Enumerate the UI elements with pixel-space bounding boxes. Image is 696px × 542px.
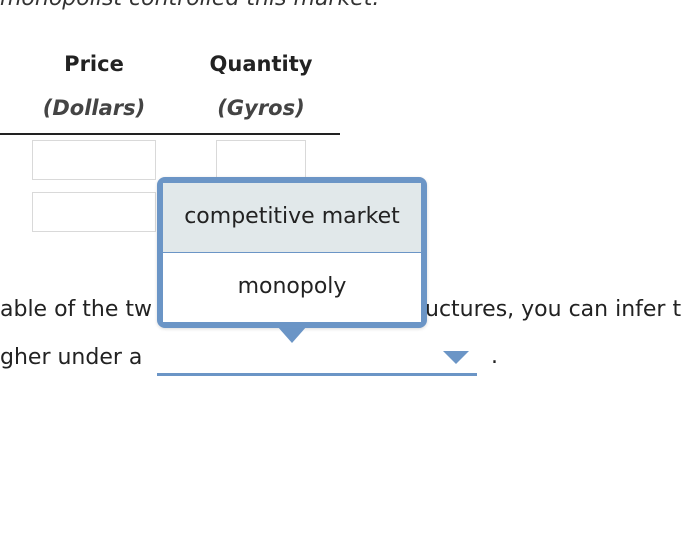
question-text-top: monopolist controlled this market.	[0, 0, 379, 11]
quantity-column-unit: (Gyros)	[217, 96, 305, 120]
quantity-input-row-1[interactable]	[216, 140, 306, 180]
question-line-1-left: able of the tw	[0, 297, 153, 322]
price-column-unit: (Dollars)	[42, 96, 146, 120]
chevron-down-icon[interactable]	[443, 351, 469, 364]
price-column-header: Price	[64, 52, 124, 76]
price-input-row-2[interactable]	[32, 192, 156, 232]
option-competitive-market[interactable]: competitive market	[163, 183, 421, 254]
question-line-1-right: uctures, you can infer t	[425, 297, 682, 322]
dropdown-options-popup: competitive market monopoly	[157, 177, 427, 328]
question-line-2-left: gher under a	[0, 345, 143, 370]
market-structure-dropdown[interactable]	[157, 346, 477, 376]
popup-pointer-icon	[277, 326, 307, 343]
option-monopoly[interactable]: monopoly	[163, 253, 421, 322]
price-input-row-1[interactable]	[32, 140, 156, 180]
sentence-period: .	[491, 344, 498, 369]
quantity-column-header: Quantity	[209, 52, 313, 76]
table-header-rule	[0, 133, 340, 135]
